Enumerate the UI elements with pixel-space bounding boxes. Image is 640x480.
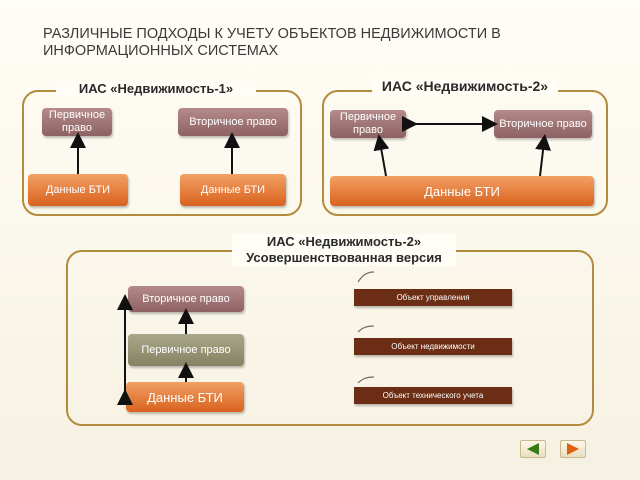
primary-right-box: Первичное право — [42, 108, 112, 136]
bti-data-box-3: Данные БТИ — [126, 382, 244, 412]
tick-mark-2 — [357, 325, 375, 333]
tick-mark-1 — [357, 271, 375, 283]
triangle-right-icon — [567, 443, 579, 455]
panel-ias-2-label: ИАС «Недвижимость-2» — [372, 78, 558, 95]
secondary-right-box-3: Вторичное право — [128, 286, 244, 312]
bti-data-right-box: Данные БТИ — [180, 174, 286, 206]
bti-data-left-box: Данные БТИ — [28, 174, 128, 206]
object-technical-box: Объект технического учета — [354, 387, 512, 404]
arrow-bti-to-primary-2 — [373, 134, 390, 177]
page-title: РАЗЛИЧНЫЕ ПОДХОДЫ К УЧЕТУ ОБЪЕКТОВ НЕДВИ… — [43, 26, 501, 59]
next-slide-button[interactable] — [560, 440, 586, 458]
panel-ias-1-label: ИАС «Недвижимость-1» — [56, 81, 256, 97]
arrow-bti-to-secondary-2 — [535, 134, 552, 177]
object-management-box: Объект управления — [354, 289, 512, 306]
tick-mark-3 — [357, 376, 375, 384]
panel-ias-2-improved-label: ИАС «Недвижимость-2» Усовершенствованная… — [232, 234, 456, 266]
secondary-right-box: Вторичное право — [178, 108, 288, 136]
bti-data-box-2: Данные БТИ — [330, 176, 594, 206]
secondary-right-box-2: Вторичное право — [494, 110, 592, 138]
primary-right-box-2: Первичное право — [330, 110, 406, 138]
triangle-left-icon — [527, 443, 539, 455]
prev-slide-button[interactable] — [520, 440, 546, 458]
object-realty-box: Объект недвижимости — [354, 338, 512, 355]
primary-right-box-3: Первичное право — [128, 334, 244, 366]
